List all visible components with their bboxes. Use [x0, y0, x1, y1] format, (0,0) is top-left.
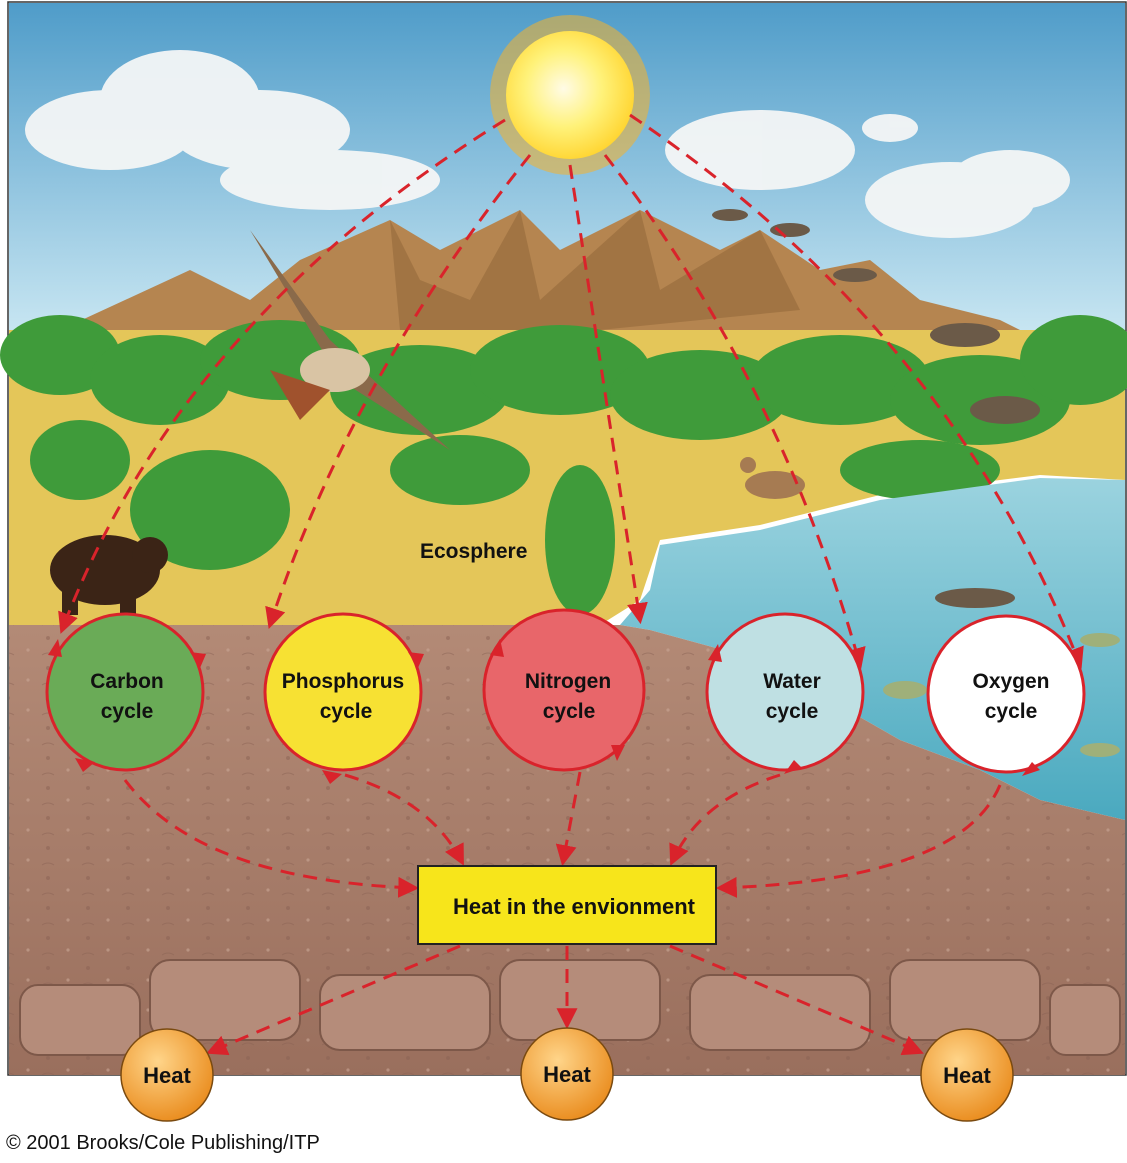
arrow-phosphorus-to-box	[344, 773, 464, 866]
heat-node-left-label: Heat	[143, 1063, 191, 1088]
box-to-heat-arrows	[206, 944, 924, 1056]
nitrogen-cycle-label-2: cycle	[543, 700, 596, 723]
cycle-to-heat-arrows	[123, 771, 1002, 898]
ducks-icon	[712, 209, 1040, 608]
hawk-icon	[250, 230, 450, 450]
heat-node-left: Heat	[120, 1028, 214, 1122]
phosphorus-cycle-circle	[263, 612, 423, 772]
nitrogen-cycle-circle	[482, 608, 646, 772]
heat-node-center-label: Heat	[543, 1062, 591, 1087]
stones	[19, 959, 1121, 1056]
ray-to-phosphorus	[265, 154, 532, 629]
heat-node-right: Heat	[920, 1028, 1014, 1122]
ray-to-water	[603, 154, 866, 670]
copyright-notice: © 2001 Brooks/Cole Publishing/ITP	[6, 1132, 320, 1154]
carbon-cycle-label-2: cycle	[101, 700, 154, 723]
phosphorus-cycle-label-2: cycle	[320, 700, 373, 723]
carbon-cycle: Carbon cycle	[45, 612, 205, 772]
arrow-water-to-box	[669, 773, 781, 866]
arrow-nitrogen-to-box	[555, 771, 582, 867]
heat-environment-label: Heat in the envionment	[453, 894, 696, 919]
bear-icon	[50, 535, 168, 615]
oxygen-cycle-label-1: Oxygen	[972, 670, 1049, 693]
nitrogen-cycle-label-1: Nitrogen	[525, 670, 611, 693]
heat-environment-box: Heat in the envionment	[417, 865, 717, 945]
sun-rays	[58, 113, 1084, 670]
cloud-right-icon	[665, 110, 1070, 238]
heat-node-center: Heat	[520, 1027, 614, 1121]
heat-node-right-circle	[920, 1028, 1014, 1122]
carbon-cycle-label-1: Carbon	[90, 670, 164, 693]
ray-to-carbon	[58, 118, 506, 634]
water-cycle-label-2: cycle	[766, 700, 819, 723]
mountain-shade	[390, 210, 800, 330]
cloud-left-icon	[25, 50, 440, 210]
phosphorus-cycle-label-1: Phosphorus	[282, 670, 405, 693]
arrow-oxygen-to-box	[715, 784, 1002, 898]
oxygen-cycle-circle	[926, 614, 1086, 774]
heat-node-right-label: Heat	[943, 1063, 991, 1088]
water-cycle-label-1: Water	[763, 670, 821, 693]
water-cycle-circle	[705, 612, 865, 772]
oxygen-cycle: Oxygen cycle	[926, 614, 1086, 774]
oxygen-cycle-label-2: cycle	[985, 700, 1038, 723]
fish-icon	[883, 633, 1120, 757]
heat-node-left-circle	[120, 1028, 214, 1122]
heat-node-center-circle	[520, 1027, 614, 1121]
ray-to-nitrogen	[568, 164, 648, 625]
ecosphere-label: Ecosphere	[420, 540, 527, 563]
nitrogen-cycle: Nitrogen cycle	[482, 608, 646, 772]
heat-environment-rect	[417, 865, 717, 945]
phosphorus-cycle: Phosphorus cycle	[263, 612, 423, 772]
sun-icon	[490, 15, 650, 175]
cycle-arrowheads	[48, 639, 1040, 784]
arrow-carbon-to-box	[123, 779, 420, 898]
deer-icon	[740, 457, 805, 499]
forest	[0, 315, 1127, 615]
water-cycle: Water cycle	[705, 612, 865, 772]
carbon-cycle-circle	[45, 612, 205, 772]
